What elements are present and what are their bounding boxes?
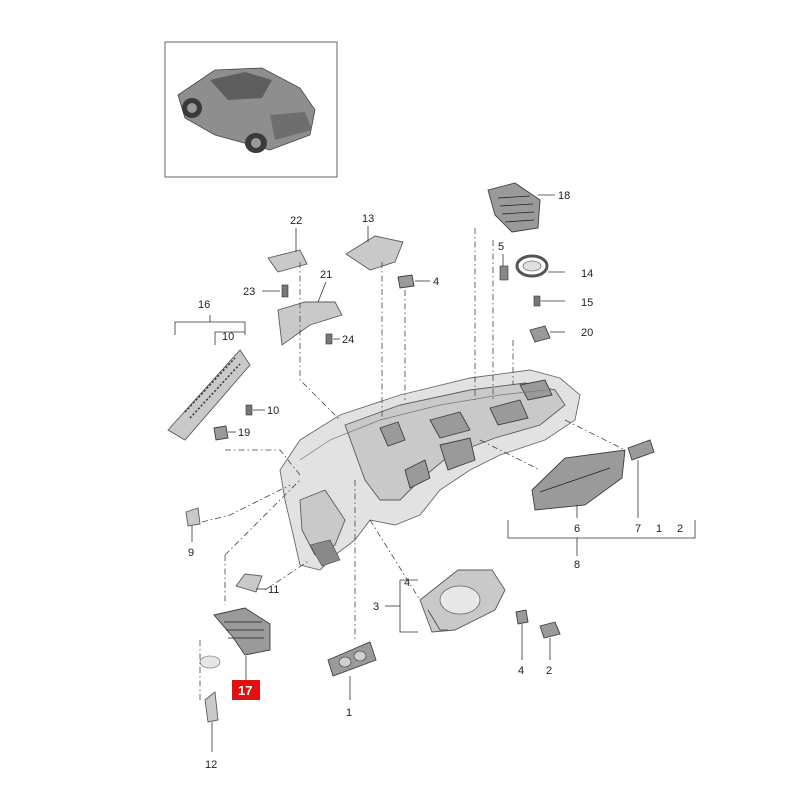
callout-22: 22 [290,215,302,227]
callout-24: 24 [342,334,354,346]
part-20-clip [529,325,551,343]
part-9-bracket [185,507,201,527]
callout-20: 20 [581,327,593,339]
part-13-cover [345,235,404,271]
callout-16: 16 [198,299,210,311]
part-15-screw [533,295,541,307]
callout-9: 9 [188,547,194,559]
callout-1-bracket: 1 [656,523,662,535]
part-2-switch [539,621,561,639]
callout-18: 18 [558,190,570,202]
callout-3: 3 [373,601,379,613]
callout-2: 2 [546,665,552,677]
callout-5: 5 [498,241,504,253]
part-21-trim [277,301,343,346]
part-24-screw [325,333,333,345]
callout-7: 7 [635,523,641,535]
callout-17-highlight: 17 [232,680,260,700]
part-10-screw [245,404,253,416]
callout-14: 14 [581,268,593,280]
callout-12: 12 [205,759,217,771]
part-14-ring [515,254,549,278]
vehicle-thumbnail [164,41,338,178]
callout-19: 19 [238,427,250,439]
dashboard-carrier [279,369,581,571]
part-22-panel [267,249,308,273]
callout-17: 17 [238,683,252,698]
callout-4-bracket: 4 [404,577,410,589]
part-17-side-vent [213,607,271,656]
callout-15: 15 [581,297,593,309]
callout-10: 10 [267,405,279,417]
callout-13: 13 [362,213,374,225]
part-12-clip [199,655,221,723]
bracket-3 [385,579,418,633]
callout-4-top: 4 [433,276,439,288]
callout-23: 23 [243,286,255,298]
part-16-defroster-trim [167,349,251,441]
part-5-clip [499,265,509,281]
part-6-glovebox [531,449,626,511]
callout-1: 1 [346,707,352,719]
part-19-clip [213,425,229,441]
part-23-screw [281,284,289,298]
assembly-leader-lines [199,228,626,700]
part-4-clip-top [397,274,415,289]
part-4-clip-lower [515,609,529,625]
callout-8: 8 [574,559,580,571]
bracket-8 [507,460,696,556]
part-7-trim [627,439,655,461]
callout-10-bracket: 10 [222,331,234,343]
callout-2-bracket: 2 [677,523,683,535]
callout-21: 21 [320,269,332,281]
part-3-instrument-cowl [419,569,506,633]
part-18-air-vent [487,182,541,233]
callout-11: 11 [268,584,279,596]
callout-6: 6 [574,523,580,535]
car-illustration [177,67,316,153]
bracket-16 [174,315,246,345]
callout-4-lower: 4 [518,665,524,677]
part-11-bar [235,573,263,593]
part-1-switch-panel [327,641,377,677]
